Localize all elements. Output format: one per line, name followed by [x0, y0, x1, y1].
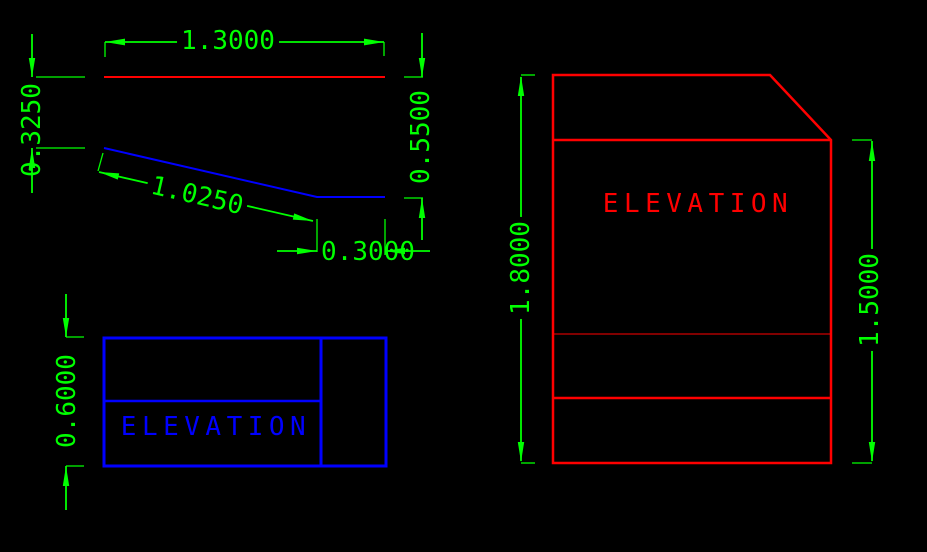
dim-flat-length-label: 0.3000 — [321, 237, 415, 267]
plan-view-title: ELEVATION — [120, 412, 312, 442]
arrowhead-right — [364, 38, 384, 46]
dim-body-height-label: 1.5000 — [855, 249, 885, 351]
dim-depth-geometry — [62, 294, 84, 510]
side-profile-geometry — [103, 76, 385, 198]
arrowhead-down — [418, 58, 426, 77]
dim-flat-length-geometry — [277, 219, 430, 255]
arrowhead-down — [28, 58, 36, 77]
dim-overall-height-label: 1.8000 — [506, 217, 536, 319]
arrowhead-up — [418, 198, 426, 218]
arrowhead-right — [292, 213, 313, 221]
arrowhead-up — [28, 148, 36, 168]
dim-right-drop-geometry — [404, 33, 426, 240]
arrowhead-left — [385, 247, 405, 255]
dim-width-label: 1.3000 — [177, 28, 279, 54]
arrowhead-down — [62, 318, 70, 337]
arrowhead-up — [868, 141, 876, 161]
plan-view-geometry — [102, 336, 388, 468]
profile-slope-edge — [103, 147, 385, 198]
arrowhead-up — [62, 466, 70, 486]
arrowhead-right — [297, 247, 317, 255]
dim-depth-label: 0.6000 — [52, 354, 82, 448]
front-view-title: ELEVATION — [602, 189, 794, 219]
front-outline — [551, 73, 833, 465]
arrowhead-up — [517, 76, 525, 96]
dim-left-drop-geometry — [28, 34, 85, 193]
dim-right-drop-label: 0.5500 — [406, 90, 436, 184]
arrowhead-down — [868, 442, 876, 462]
arrowhead-left — [105, 38, 125, 46]
extension-line — [97, 152, 104, 172]
arrowhead-down — [517, 442, 525, 462]
dim-left-drop-label: 0.3250 — [17, 83, 47, 177]
plan-outline — [102, 336, 388, 468]
front-view-geometry — [551, 73, 833, 465]
arrowhead-left — [99, 172, 120, 180]
